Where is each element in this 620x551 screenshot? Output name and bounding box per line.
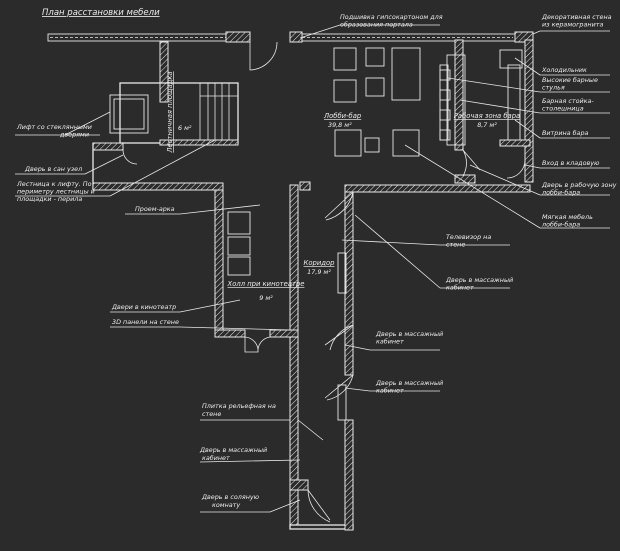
armchair [333,47,357,71]
label-lift: Лифт со стеклянными дверями [16,123,94,139]
room-bar-workzone: Рабочая зона бара [454,112,520,120]
svg-text:6 м²: 6 м² [178,124,192,132]
callouts: Подшивка гипсокартоном для образования п… [16,13,618,509]
label-fridge: Холодильник [541,66,587,74]
label-arch: Проем-арка [135,205,175,213]
label-showcase: Витрина бара [542,129,589,137]
label-bar-counter: Барная стойка- столешница [542,97,596,113]
tv [337,252,347,294]
label-stools: Высокие барные стулья [542,76,600,92]
fridge [499,49,523,69]
stair-steps [207,83,230,143]
label-decor-wall: Декоративная стена из керамогранита [541,13,614,29]
doors [122,149,526,523]
room-labels: Лестничная площадка 6 м² Лобби-бар 39,8 … [166,71,520,302]
label-massage-door-r2: Дверь в массажный кабинет [375,330,445,346]
leader-lines [15,24,610,513]
plan-title: План расстановки мебели [42,8,160,18]
svg-text:Лестничная площадка: Лестничная площадка [166,71,174,153]
bar-showcase [507,64,521,141]
table [365,47,385,67]
label-massage-door-r1: Дверь в массажный кабинет [445,276,515,292]
label-salt-room-door: Дверь в соляную комнату [201,493,261,509]
lift-cabin [109,94,149,134]
label-3d-panels: 3D панели на стене [112,318,179,326]
label-wc-door: Дверь в сан узел [24,165,82,173]
bar-stool [439,69,451,81]
label-cinema-door: Двери в кинотеатр [111,303,176,311]
furniture [227,47,523,421]
room-stair-landing: Лестничная площадка [166,71,174,153]
label-stairs: Лестница к лифту. По периметру лестницы … [16,180,97,203]
room-corridor: Коридор [304,259,335,267]
svg-text:39,8 м²: 39,8 м² [328,121,352,129]
label-top-ceiling: Подшивка гипсокартоном для образования п… [340,13,445,29]
svg-text:17,9 м²: 17,9 м² [307,268,331,276]
label-bar-door: Дверь в рабочую зону лобби-бара [541,181,618,197]
room-lobby-bar: Лобби-бар [323,112,361,120]
svg-text:8,7 м²: 8,7 м² [477,121,497,129]
room-cinema-hall: Холл при кинотеатре [227,280,305,288]
label-massage-door-r3: Дверь в массажный кабинет [375,379,445,395]
label-relief-tile: Плитка рельефная на стене [202,402,278,418]
label-tv: Телевизор на стене [446,233,493,249]
walls [47,31,534,531]
label-pantry: Вход в кладовую [542,159,600,167]
sofa [391,47,421,101]
svg-text:9 м²: 9 м² [259,294,273,302]
label-soft-furniture: Мягкая мебель лобби-бара [541,213,595,229]
label-massage-door-l: Дверь в массажный кабинет [199,446,269,462]
